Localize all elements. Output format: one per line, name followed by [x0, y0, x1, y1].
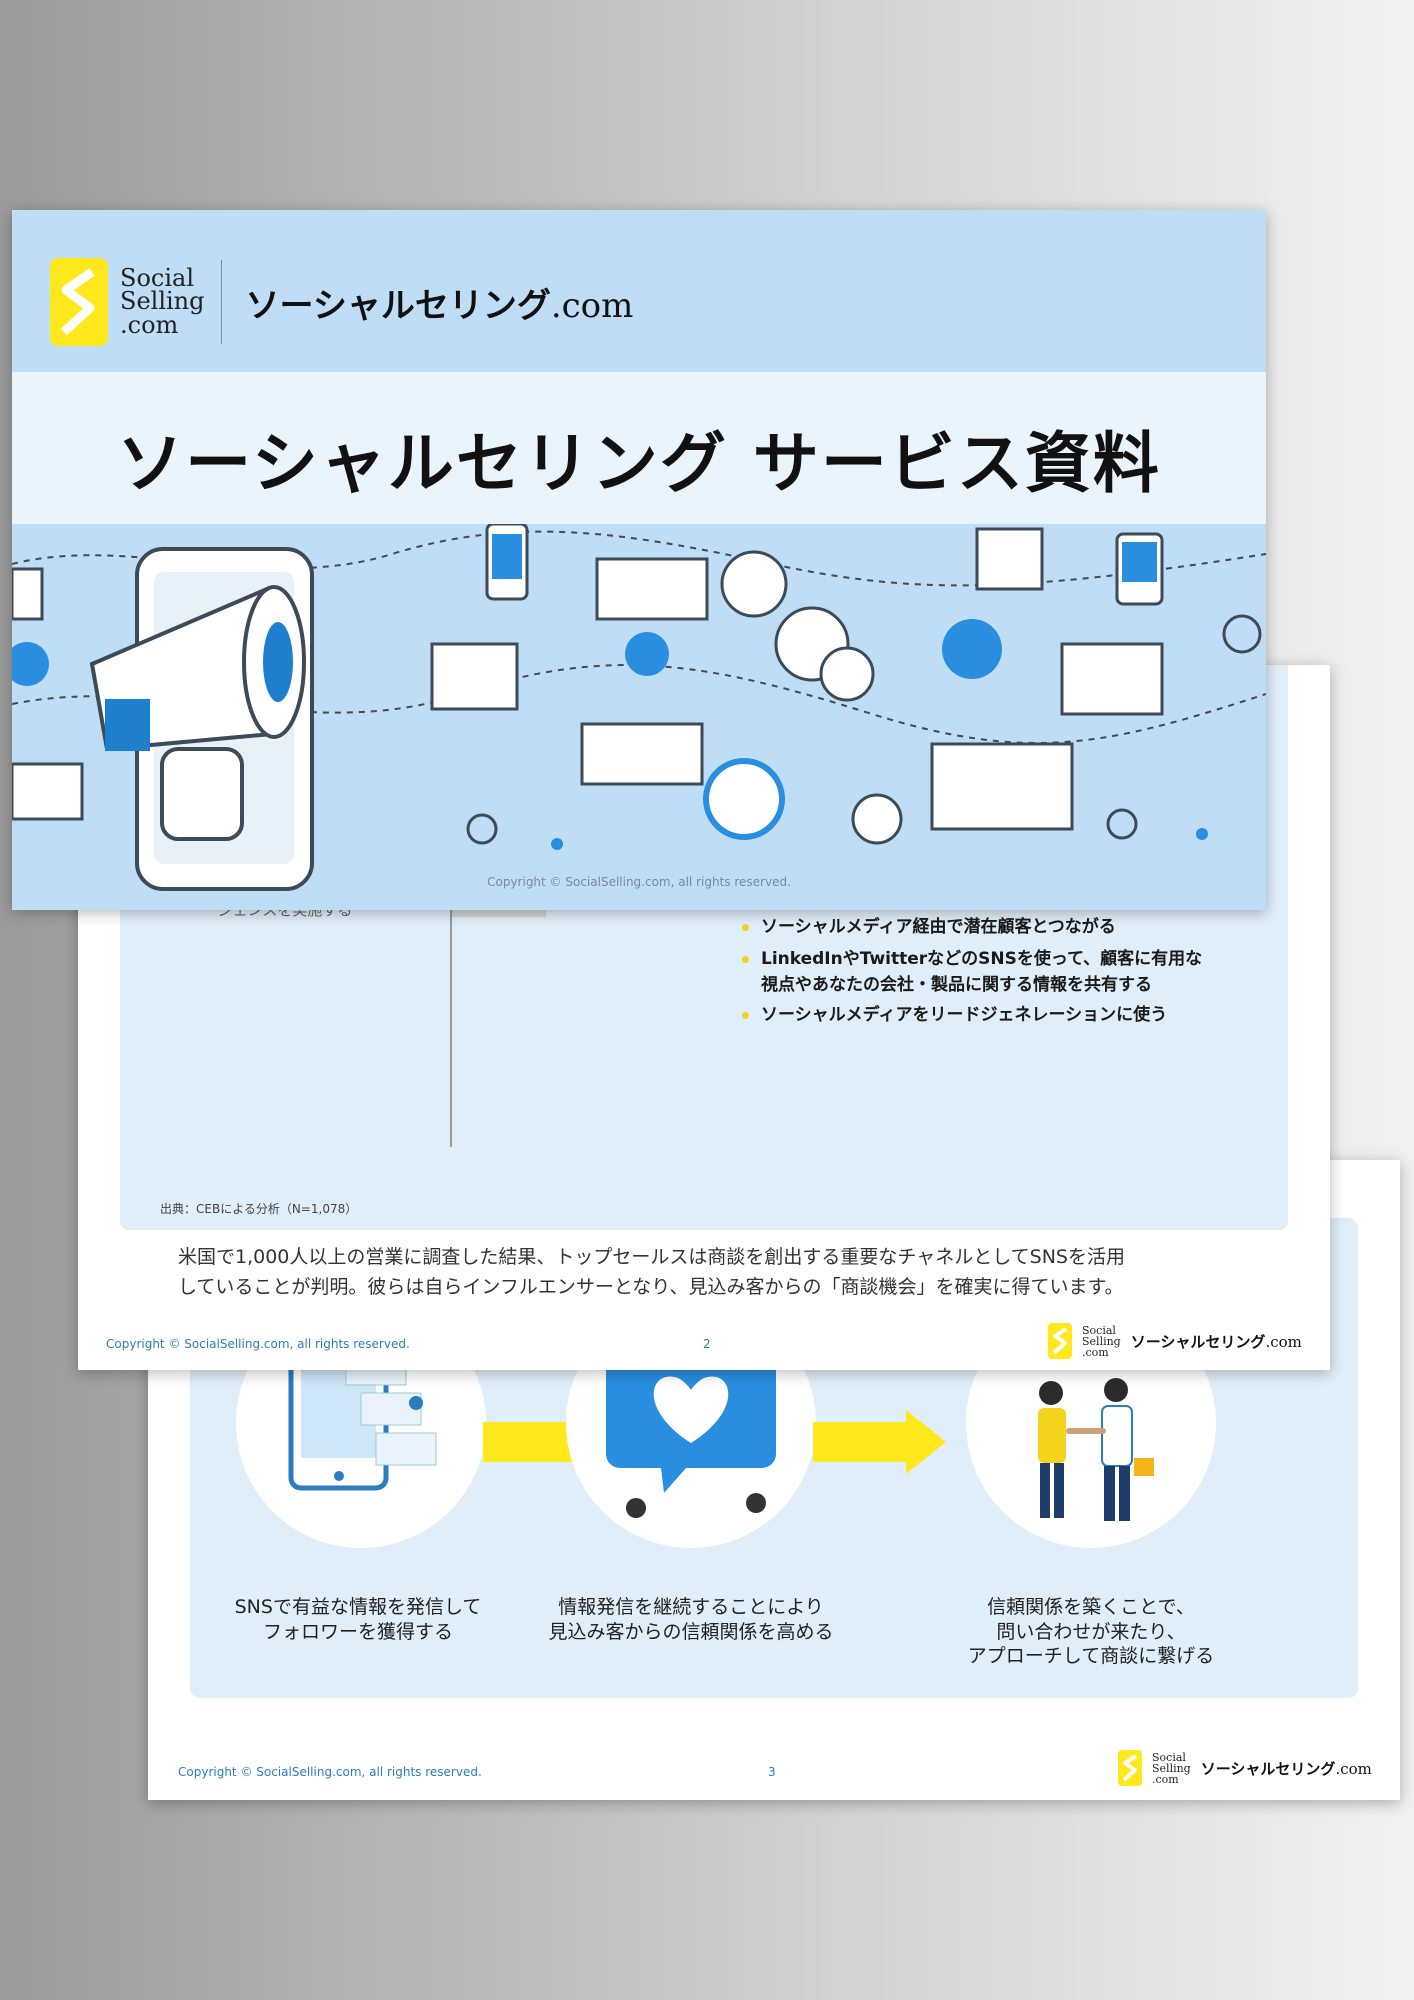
- footer-copyright: Copyright © SocialSelling.com, all right…: [106, 1337, 410, 1351]
- footer-copyright: Copyright © SocialSelling.com, all right…: [178, 1765, 482, 1779]
- flow-arrow-2-head: [906, 1410, 946, 1474]
- page-number: 3: [768, 1765, 776, 1779]
- logo-jp-name: ソーシャルセリング.com: [1130, 1332, 1302, 1351]
- logo-s-icon: [1048, 1323, 1072, 1359]
- step-3-caption: 信頼関係を築くことで、 問い合わせが来たり、 アプローチして商談に繋げる: [967, 1596, 1215, 1668]
- summary-text: 米国で1,000人以上の営業に調査した結果、トップセールスは商談を創出する重要な…: [178, 1246, 1125, 1299]
- title-band: ソーシャルセリング サービス資料: [12, 372, 1266, 524]
- step-2-caption: 情報発信を継続することにより 見込み客からの信頼関係を高める: [548, 1596, 834, 1643]
- logo-s-icon: [1118, 1750, 1142, 1786]
- logo-jp-name: ソーシャルセリング.com: [245, 285, 634, 326]
- flow-arrow-1: [483, 1422, 578, 1462]
- chart-axis: [450, 885, 452, 1147]
- bullet-1: ソーシャルメディア経由で潜在顧客とつながる: [742, 915, 1116, 941]
- logo-s-icon: [50, 258, 108, 346]
- source-note: 出典：CEBによる分析（N=1,078）: [160, 1202, 358, 1216]
- cover-title: ソーシャルセリング サービス資料: [117, 425, 1161, 502]
- logo-divider: [220, 260, 222, 344]
- page-number: 2: [703, 1337, 711, 1351]
- logo-jp-name: ソーシャルセリング.com: [1200, 1759, 1372, 1778]
- step-1-caption: SNSで有益な情報を発信して フォロワーを獲得する: [234, 1596, 482, 1643]
- cover-copyright: Copyright © SocialSelling.com, all right…: [487, 875, 791, 889]
- bullet-3: ソーシャルメディアをリードジェネレーションに使う: [742, 1003, 1167, 1029]
- cover-illustration: [12, 522, 1266, 910]
- bullet-2: LinkedInやTwitterなどのSNSを使って、顧客に有用な: [742, 947, 1202, 973]
- flow-arrow-2-bar: [813, 1422, 908, 1462]
- bullet-2-cont: 視点やあなたの会社・製品に関する情報を共有する: [761, 975, 1152, 995]
